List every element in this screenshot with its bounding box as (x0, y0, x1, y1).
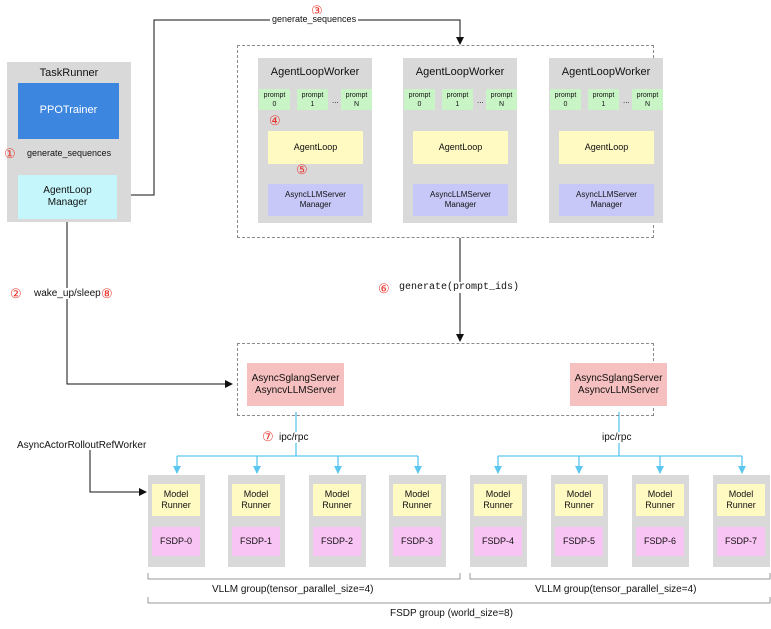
agent-loop-box[interactable]: AgentLoop (413, 131, 508, 164)
ipc-rpc-label-left: ipc/rpc (278, 432, 310, 443)
fsdp-box[interactable]: FSDP-4 (474, 527, 522, 556)
async-server-box-left[interactable]: AsyncSglangServer AsyncvLLMServer (247, 363, 344, 406)
prompt-n: prompt N (341, 89, 372, 110)
fsdp-box[interactable]: FSDP-1 (232, 527, 280, 556)
step-8-marker: ⑧ (101, 286, 113, 301)
model-runner-label: Model Runner (402, 489, 432, 510)
prompt-ellipsis: ... (623, 96, 630, 105)
model-runner-box[interactable]: Model Runner (232, 484, 280, 516)
ipc-tree-left (173, 412, 422, 474)
worker-title: AgentLoopWorker (561, 66, 651, 78)
async-llm-server-manager-box[interactable]: AsyncLLMServer Manager (413, 184, 508, 216)
model-runner-label: Model Runner (483, 489, 513, 510)
task-runner-title: TaskRunner (39, 67, 99, 79)
async-server-label: AsyncSglangServer AsyncvLLMServer (574, 372, 663, 396)
async-server-box-right[interactable]: AsyncSglangServer AsyncvLLMServer (570, 363, 667, 406)
arrow-manager-to-workers (117, 19, 464, 196)
ppo-trainer-box[interactable]: PPOTrainer (18, 83, 119, 139)
model-runner-label: Model Runner (161, 489, 191, 510)
step-7-marker: ⑦ (262, 429, 274, 444)
async-server-label: AsyncSglangServer AsyncvLLMServer (251, 372, 340, 396)
async-actor-rollout-ref-worker-label: AsyncActorRolloutRefWorker (17, 440, 147, 451)
async-llm-server-manager-box[interactable]: AsyncLLMServer Manager (268, 184, 363, 216)
model-runner-box[interactable]: Model Runner (152, 484, 200, 516)
model-runner-label: Model Runner (241, 489, 271, 510)
vllm-group-label-right: VLLM group(tensor_parallel_size=4) (535, 584, 697, 595)
model-runner-label: Model Runner (564, 489, 594, 510)
fsdp-label: FSDP-7 (724, 536, 757, 547)
fsdp-box[interactable]: FSDP-2 (313, 527, 361, 556)
model-runner-box[interactable]: Model Runner (393, 484, 441, 516)
prompt-1: prompt 1 (588, 89, 619, 110)
step-4-marker: ④ (269, 113, 281, 128)
fsdp-group-bracket (147, 597, 771, 604)
fsdp-label: FSDP-3 (400, 536, 433, 547)
prompt-n: prompt N (486, 89, 517, 110)
prompt-0: prompt 0 (259, 89, 290, 110)
step-6-marker: ⑥ (378, 281, 390, 296)
model-runner-box[interactable]: Model Runner (474, 484, 522, 516)
fsdp-label: FSDP-0 (159, 536, 192, 547)
fsdp-group-label: FSDP group (world_size=8) (390, 608, 513, 619)
fsdp-label: FSDP-1 (239, 536, 272, 547)
model-runner-label: Model Runner (645, 489, 675, 510)
model-runner-label: Model Runner (322, 489, 352, 510)
step-1-marker: ① (4, 146, 16, 161)
model-runner-label: Model Runner (726, 489, 756, 510)
arrow-actor-worker-to-fsdp (89, 450, 147, 496)
vllm-group-label-left: VLLM group(tensor_parallel_size=4) (212, 584, 374, 595)
vllm-group-bracket-right (469, 573, 771, 580)
ipc-rpc-label-right: ipc/rpc (601, 432, 633, 443)
task-runner-generate-sequences: generate_sequences (27, 148, 112, 158)
prompt-0: prompt 0 (550, 89, 581, 110)
fsdp-box[interactable]: FSDP-7 (717, 527, 765, 556)
step-3-marker: ③ (311, 3, 323, 18)
prompt-ellipsis: ... (477, 96, 484, 105)
fsdp-box[interactable]: FSDP-6 (636, 527, 684, 556)
ppo-trainer-label: PPOTrainer (39, 104, 98, 117)
wake-up-sleep-label: wake_up/sleep (33, 288, 102, 299)
prompt-n: prompt N (632, 89, 663, 110)
top-generate-sequences-label: generate_sequences (270, 14, 359, 24)
fsdp-label: FSDP-5 (562, 536, 595, 547)
fsdp-box[interactable]: FSDP-0 (152, 527, 200, 556)
arrow-manager-to-servers (66, 219, 233, 388)
agent-loop-box[interactable]: AgentLoop (268, 131, 363, 164)
fsdp-label: FSDP-2 (320, 536, 353, 547)
model-runner-box[interactable]: Model Runner (555, 484, 603, 516)
worker-title: AgentLoopWorker (270, 66, 360, 78)
fsdp-label: FSDP-4 (481, 536, 514, 547)
vllm-group-bracket-left (147, 573, 461, 580)
prompt-0: prompt 0 (404, 89, 435, 110)
prompt-1: prompt 1 (442, 89, 473, 110)
fsdp-box[interactable]: FSDP-3 (393, 527, 441, 556)
agent-loop-box[interactable]: AgentLoop (559, 131, 654, 164)
model-runner-box[interactable]: Model Runner (636, 484, 684, 516)
step-5-marker: ⑤ (296, 162, 308, 177)
fsdp-box[interactable]: FSDP-5 (555, 527, 603, 556)
generate-prompt-ids-label: generate(prompt_ids) (397, 282, 522, 293)
model-runner-box[interactable]: Model Runner (717, 484, 765, 516)
agent-loop-manager-label: AgentLoop Manager (43, 185, 92, 208)
agent-loop-manager-box[interactable]: AgentLoop Manager (18, 175, 117, 219)
model-runner-box[interactable]: Model Runner (313, 484, 361, 516)
prompt-1: prompt 1 (297, 89, 328, 110)
step-2-marker: ② (10, 286, 22, 301)
fsdp-label: FSDP-6 (643, 536, 676, 547)
prompt-ellipsis: ... (332, 96, 339, 105)
async-llm-server-manager-box[interactable]: AsyncLLMServer Manager (559, 184, 654, 216)
worker-title: AgentLoopWorker (415, 66, 505, 78)
